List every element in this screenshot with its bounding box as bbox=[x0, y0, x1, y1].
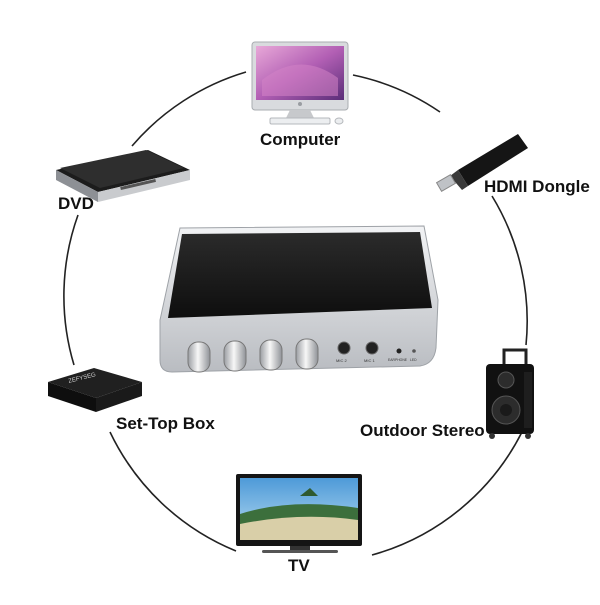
hdmi-dongle-icon bbox=[435, 134, 528, 193]
connection-ring bbox=[63, 71, 528, 556]
port-label: LED bbox=[410, 358, 417, 362]
port-label: EARPHONE bbox=[388, 358, 408, 362]
set-top-box-icon: ZEFYSEG bbox=[48, 368, 142, 412]
karaoke-mixer-hub: MIC 2 MIC 1 EARPHONE LED bbox=[159, 225, 439, 373]
outdoor-stereo-icon bbox=[486, 348, 534, 439]
hub-knob bbox=[223, 340, 247, 372]
tv-label: TV bbox=[288, 556, 310, 575]
led-indicator bbox=[412, 349, 416, 353]
dvd-label: DVD bbox=[58, 194, 94, 213]
hub-knob bbox=[187, 341, 211, 373]
outdoor-stereo-label: Outdoor Stereo bbox=[360, 421, 485, 440]
mic-jack bbox=[365, 341, 379, 355]
set-top-box-label: Set-Top Box bbox=[116, 414, 215, 433]
hub-knob bbox=[295, 338, 319, 370]
dvd-player-icon bbox=[56, 150, 190, 202]
earphone-jack bbox=[396, 348, 402, 354]
computer-label: Computer bbox=[260, 130, 341, 149]
port-label: MIC 2 bbox=[336, 358, 347, 363]
tv-icon bbox=[236, 474, 362, 553]
mic-jack bbox=[337, 341, 351, 355]
hdmi-dongle-label: HDMI Dongle bbox=[484, 177, 590, 196]
port-label: MIC 1 bbox=[364, 358, 375, 363]
hub-knob bbox=[259, 339, 283, 371]
computer-icon bbox=[251, 41, 349, 125]
